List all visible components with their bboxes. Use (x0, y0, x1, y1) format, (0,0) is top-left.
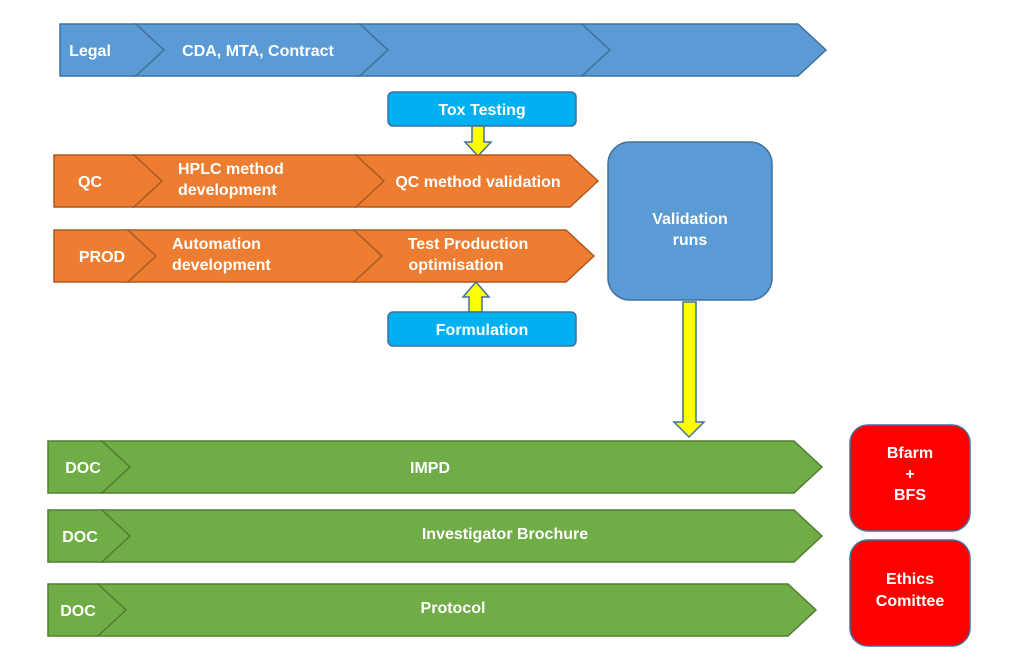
doc-title: IMPD (410, 460, 450, 477)
prod-step-1-line-1: Automation (172, 236, 261, 253)
qc-step-2-text: QC method validation (395, 174, 560, 191)
legal-row: Legal CDA, MTA, Contract (59, 23, 828, 77)
qc-step-2 (354, 154, 600, 208)
doc-title: Protocol (421, 600, 486, 617)
prod-step-2-line-2: optimisation (408, 257, 503, 274)
doc-label: DOC (62, 529, 98, 546)
formulation-label: Formulation (436, 322, 528, 339)
doc-label: DOC (60, 603, 96, 620)
doc-bar (100, 509, 824, 563)
legal-step-2 (358, 23, 612, 77)
validation-runs-box (607, 141, 773, 301)
doc-row-investigator-brochure: DOC Investigator Brochure (47, 509, 824, 563)
ethics-line-2: Comittee (876, 593, 945, 610)
bfarm-line-3: BFS (894, 487, 926, 504)
formulation-box (387, 311, 577, 347)
doc-bar (96, 583, 818, 637)
prod-row: PROD Automation development Test Product… (53, 229, 596, 283)
doc-bar (100, 440, 824, 494)
prod-step-2 (352, 229, 596, 283)
qc-label: QC (78, 174, 102, 191)
bfarm-line-2: + (905, 466, 914, 483)
legal-label: Legal (69, 43, 111, 60)
prod-step-1-line-2: development (172, 257, 271, 274)
tox-down-arrow (463, 125, 493, 158)
validation-runs-line-2: runs (673, 232, 708, 249)
legal-step-1-text: CDA, MTA, Contract (182, 43, 334, 60)
bfarm-bfs-box (849, 424, 971, 532)
prod-label: PROD (79, 249, 125, 266)
doc-row-protocol: DOC Protocol (47, 583, 818, 637)
qc-step-1-line-1: HPLC method (178, 161, 284, 178)
qc-row: QC HPLC method development QC method val… (53, 154, 600, 208)
qc-step-1-line-2: development (178, 182, 277, 199)
tox-testing-label: Tox Testing (438, 102, 525, 119)
ethics-committee-box (849, 539, 971, 647)
bfarm-line-1: Bfarm (887, 445, 933, 462)
doc-label: DOC (65, 460, 101, 477)
validation-down-arrow (672, 301, 706, 439)
prod-step-2-line-1: Test Production (408, 236, 529, 253)
ethics-line-1: Ethics (886, 571, 934, 588)
legal-step-3 (580, 23, 828, 77)
doc-title: Investigator Brochure (422, 526, 588, 543)
formulation-up-arrow (461, 280, 491, 313)
validation-runs-line-1: Validation (652, 211, 728, 228)
doc-row-impd: DOC IMPD (47, 440, 824, 494)
